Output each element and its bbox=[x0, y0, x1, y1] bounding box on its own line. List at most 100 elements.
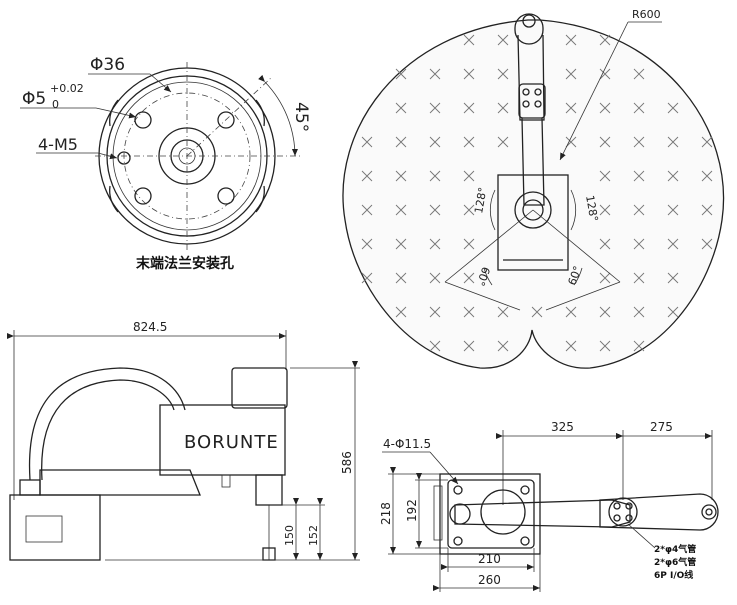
hatch-x-mark bbox=[599, 340, 611, 352]
top-connector-port bbox=[625, 514, 633, 522]
angle-dimension-arc bbox=[257, 74, 298, 157]
flange-caption: 末端法兰安装孔 bbox=[136, 255, 234, 272]
hatch-x-mark bbox=[463, 238, 475, 250]
top-holes-label: 4-Φ11.5 bbox=[383, 437, 431, 451]
top-base-h2-label: 192 bbox=[405, 499, 419, 522]
hatch-x-mark bbox=[701, 204, 713, 216]
side-stroke-label: 150 bbox=[283, 525, 296, 546]
top-link-2 bbox=[599, 493, 719, 531]
flange-bolt-hole bbox=[134, 111, 152, 129]
connector-port bbox=[522, 88, 530, 96]
robot-link-1 bbox=[39, 469, 201, 496]
workspace-angle-label-right-lower: 60° bbox=[566, 264, 585, 287]
workspace-hatch-marks bbox=[361, 34, 713, 352]
hatch-x-mark bbox=[395, 136, 407, 148]
top-view: 325 275 4-Φ11.5 2*φ4气管 2*φ6气管 6P I/O线 bbox=[379, 420, 719, 592]
hatch-x-mark bbox=[497, 340, 509, 352]
workspace-base bbox=[497, 174, 569, 271]
hatch-x-mark bbox=[701, 238, 713, 250]
flange-bolt-hole bbox=[217, 111, 235, 129]
hatch-x-mark bbox=[463, 272, 475, 284]
hatch-x-mark bbox=[497, 34, 509, 46]
flange-pin-hole bbox=[117, 151, 131, 165]
brand-label: BORUNTE bbox=[184, 432, 279, 453]
connector-port bbox=[522, 100, 530, 108]
top-base-h1-label: 218 bbox=[379, 502, 393, 525]
flange-view: 45° Φ36 Φ5 +0.02 0 4-M5 末端法兰安装孔 bbox=[20, 55, 311, 272]
hatch-x-mark bbox=[633, 170, 645, 182]
top-joint-2 bbox=[608, 497, 638, 527]
hatch-x-mark bbox=[633, 340, 645, 352]
top-base-hole bbox=[453, 536, 463, 546]
workspace-limit-line bbox=[444, 281, 521, 311]
workspace-link-2 bbox=[517, 34, 545, 121]
side-view: 824.5 BORUNTE 586 150 152 bbox=[7, 320, 360, 561]
workspace-angle-label-left-lower: 60° bbox=[474, 265, 493, 288]
hatch-x-mark bbox=[599, 272, 611, 284]
hatch-x-mark bbox=[667, 204, 679, 216]
workspace-connector-block bbox=[518, 83, 546, 119]
hatch-x-mark bbox=[667, 238, 679, 250]
hatch-x-mark bbox=[599, 102, 611, 114]
workspace-angle-label-right: 128° bbox=[583, 194, 600, 222]
workspace-angle-label-left: 128° bbox=[472, 186, 489, 214]
top-base-plate bbox=[447, 479, 535, 549]
workspace-limit-line bbox=[444, 209, 534, 283]
top-link-end bbox=[449, 503, 471, 525]
flange-rim-slot bbox=[109, 99, 119, 127]
robot-base-body bbox=[9, 494, 101, 561]
top-spindle-inner bbox=[705, 508, 713, 516]
workspace-angle-arc bbox=[570, 189, 577, 231]
top-base-hole bbox=[520, 536, 530, 546]
hatch-x-mark bbox=[565, 68, 577, 80]
hatch-x-mark bbox=[463, 34, 475, 46]
hatch-x-mark bbox=[429, 170, 441, 182]
workspace-limit-line bbox=[545, 281, 621, 311]
hatch-x-mark bbox=[565, 306, 577, 318]
flange-thread-label: 4-M5 bbox=[38, 135, 78, 154]
hatch-x-mark bbox=[633, 136, 645, 148]
top-connector-port bbox=[625, 502, 633, 510]
top-connector-port bbox=[613, 502, 621, 510]
hatch-x-mark bbox=[667, 272, 679, 284]
top-base-w1-label: 210 bbox=[478, 552, 501, 566]
robot-spindle-housing bbox=[255, 474, 283, 506]
hatch-x-mark bbox=[463, 306, 475, 318]
top-spindle bbox=[701, 504, 717, 520]
hatch-x-mark bbox=[429, 272, 441, 284]
top-arm1-label: 325 bbox=[551, 420, 574, 434]
cable-arc-outer bbox=[28, 367, 186, 481]
hatch-x-mark bbox=[633, 204, 645, 216]
flange-centerline-diag bbox=[186, 76, 273, 157]
robot-base-cap bbox=[19, 479, 41, 496]
hatch-x-mark bbox=[497, 306, 509, 318]
hatch-x-mark bbox=[361, 238, 373, 250]
hatch-x-mark bbox=[361, 204, 373, 216]
hatch-x-mark bbox=[361, 136, 373, 148]
hatch-x-mark bbox=[395, 238, 407, 250]
workspace-radius-label: R600 bbox=[632, 8, 661, 21]
hatch-x-mark bbox=[599, 306, 611, 318]
robot-motor-cover bbox=[231, 367, 288, 409]
workspace-arm-end bbox=[514, 13, 544, 45]
hatch-x-mark bbox=[599, 238, 611, 250]
hatch-x-mark bbox=[463, 204, 475, 216]
hatch-x-mark bbox=[599, 204, 611, 216]
flange-rim-slot bbox=[255, 185, 265, 213]
flange-hole-tolerance-lower: 0 bbox=[52, 98, 59, 111]
workspace-view: 128° 128° 60° 60° R600 bbox=[342, 8, 725, 369]
hatch-x-mark bbox=[599, 34, 611, 46]
dim-leader bbox=[429, 451, 459, 485]
flange-bolt-hole bbox=[134, 187, 152, 205]
top-base-outer bbox=[439, 473, 541, 555]
workspace-arm-end-joint bbox=[522, 14, 536, 28]
note-io: 6P I/O线 bbox=[654, 569, 693, 581]
flange-rim-slot bbox=[109, 185, 119, 213]
side-height-label: 586 bbox=[340, 451, 354, 474]
hatch-x-mark bbox=[361, 272, 373, 284]
note-air-4: 2*φ4气管 bbox=[654, 543, 696, 555]
flange-hole-diameter-label: Φ5 bbox=[22, 89, 46, 109]
hatch-x-mark bbox=[361, 170, 373, 182]
hatch-x-mark bbox=[497, 68, 509, 80]
